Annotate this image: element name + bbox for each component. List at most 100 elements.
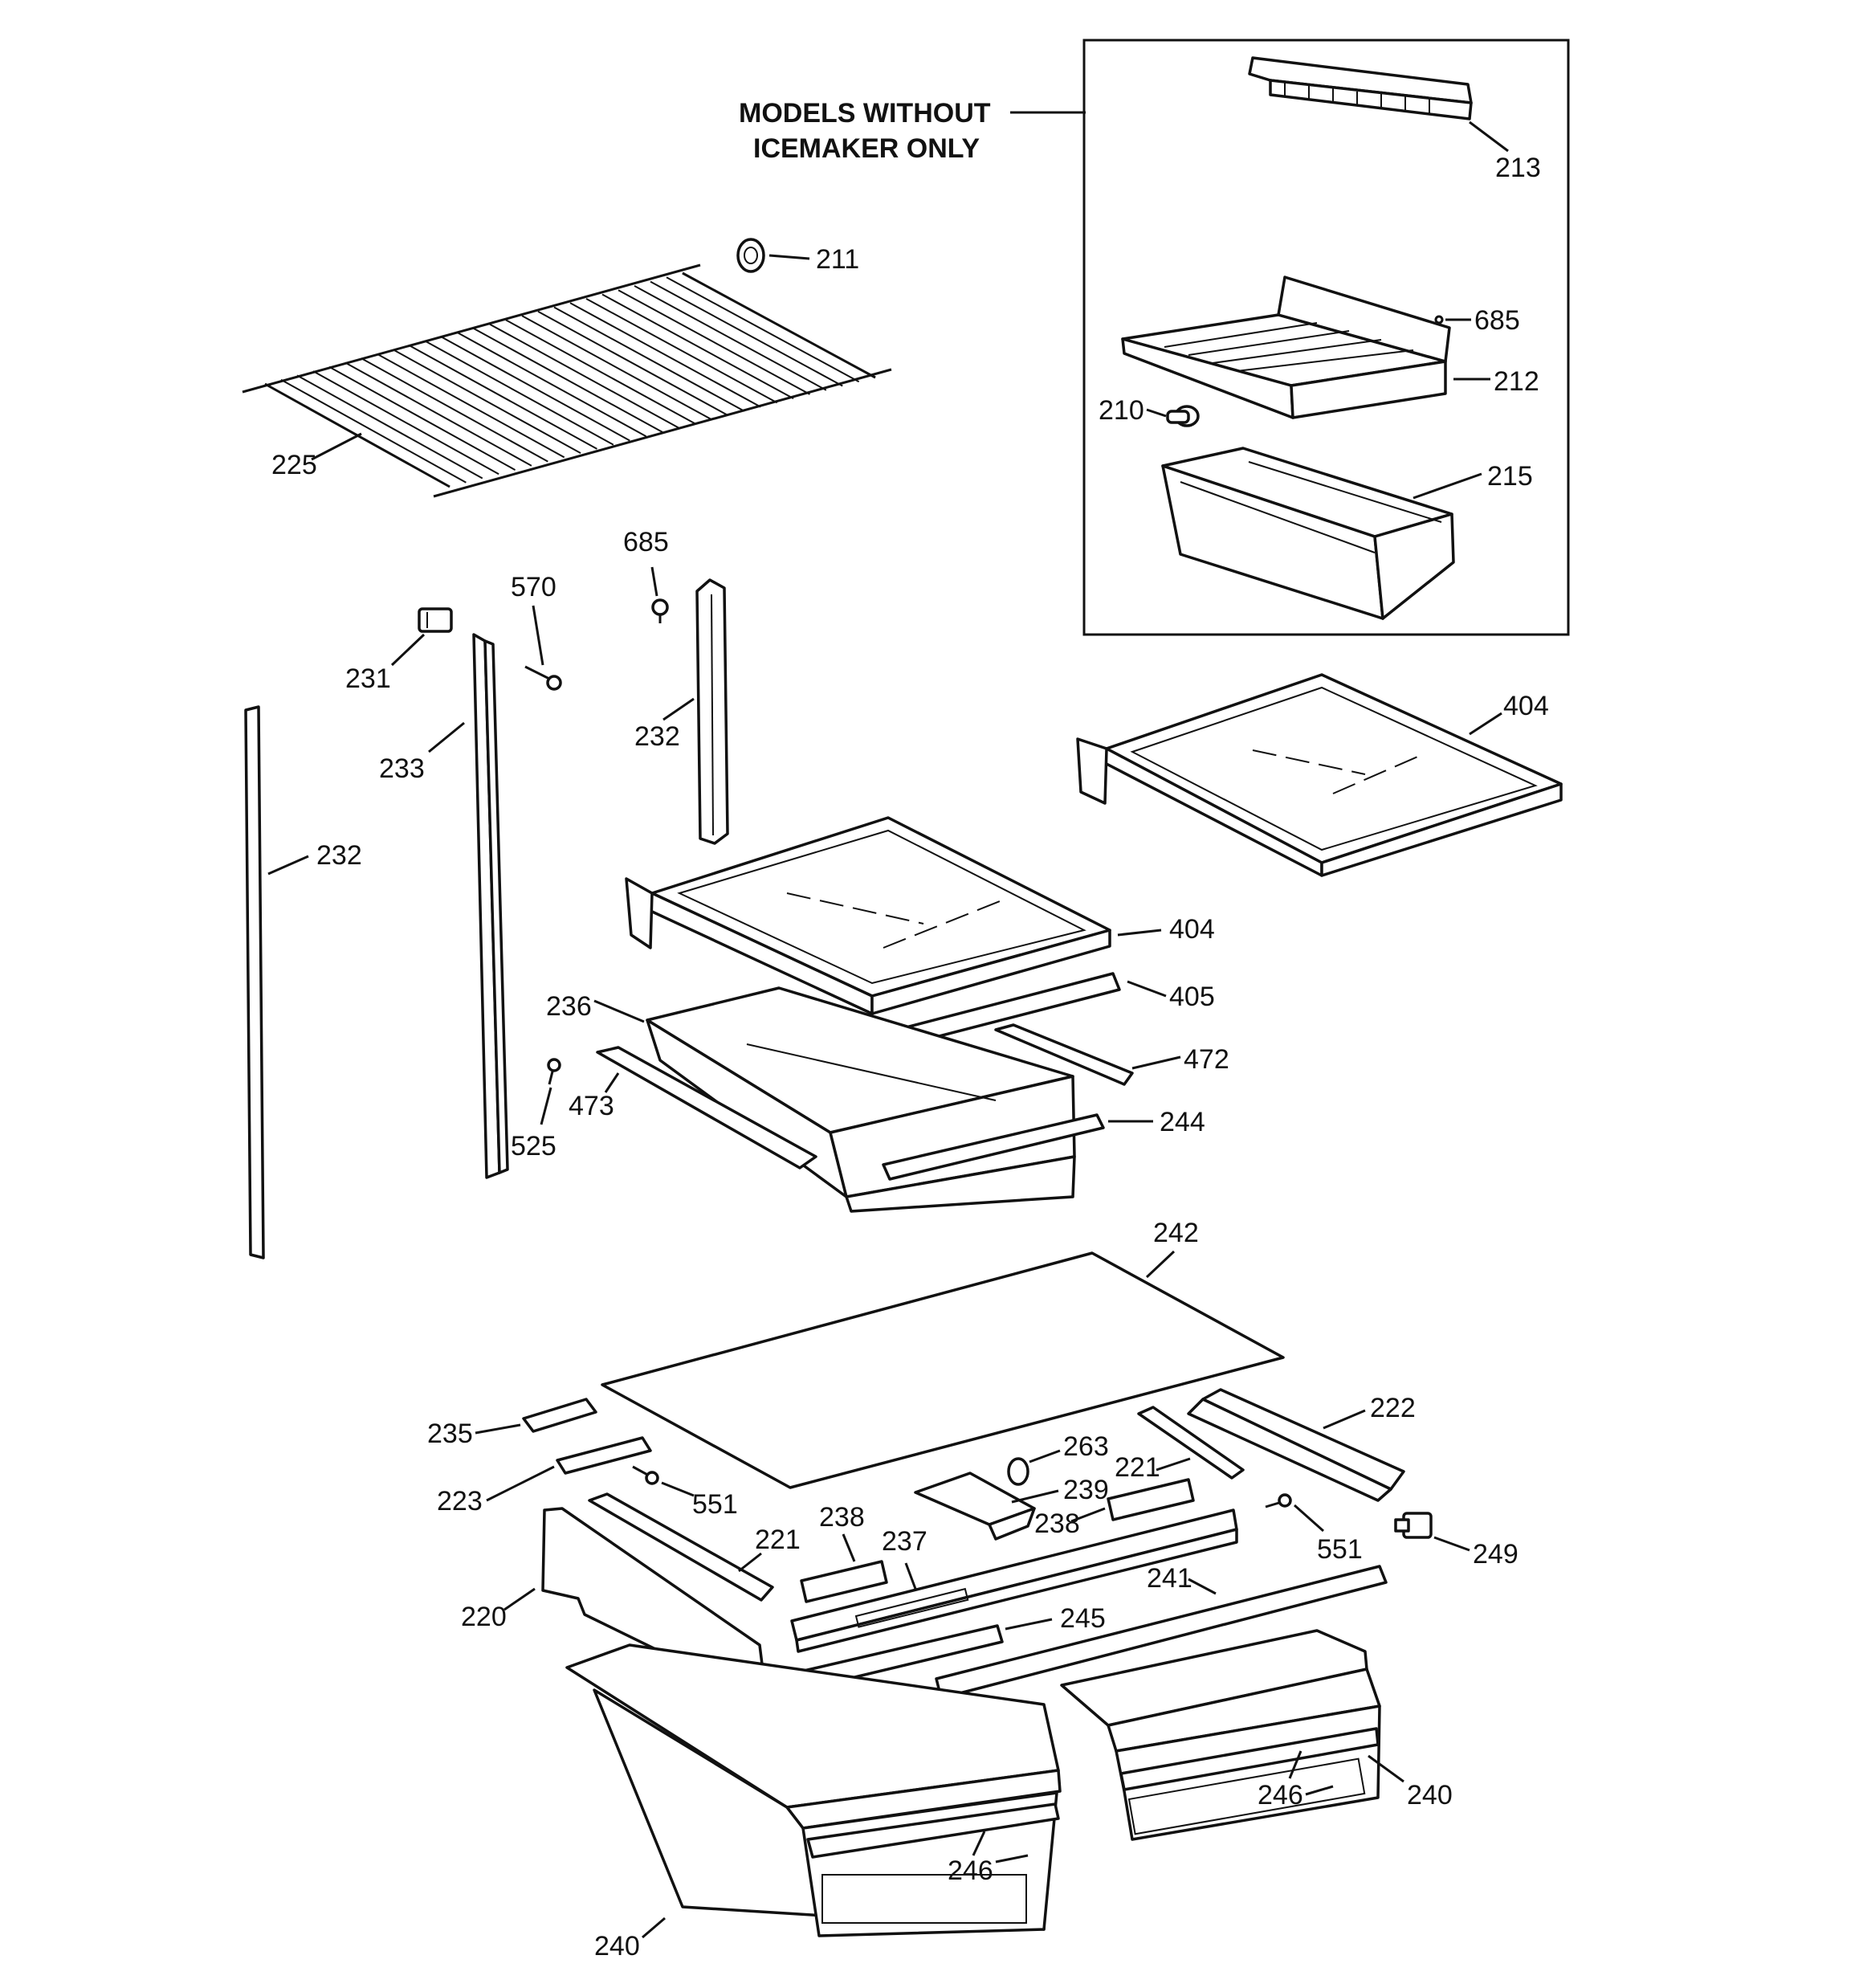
part-bracket-239 [914, 1472, 1036, 1541]
wire-rod [280, 378, 467, 484]
part-glass-shelf-404-center [625, 816, 1111, 1015]
label-405: 405 [1169, 982, 1215, 1012]
wire-rod [473, 328, 663, 433]
wire-rod [328, 365, 516, 471]
label-212: 212 [1494, 366, 1539, 397]
part-screw-551-right [1265, 1493, 1292, 1508]
label-472: 472 [1184, 1044, 1229, 1075]
label-473: 473 [569, 1091, 614, 1121]
part-divider-237 [790, 1508, 1238, 1653]
part-bracket-235 [522, 1398, 597, 1433]
wire-rod [505, 319, 696, 425]
part-bracket-263 [556, 1436, 652, 1475]
wire-rod [537, 310, 729, 416]
wire-rod [312, 370, 499, 476]
label-215: 215 [1487, 461, 1533, 492]
part-knob-210 [1166, 405, 1200, 427]
label-525: 525 [511, 1131, 556, 1161]
wire-rod [457, 332, 647, 438]
part-ice-tray [1248, 56, 1473, 120]
label-238-left: 238 [819, 1502, 865, 1533]
label-225: 225 [271, 450, 317, 480]
part-rail-473 [596, 1046, 817, 1170]
part-rail-221-right [1137, 1406, 1245, 1480]
part-crisper-drawer-right [1060, 1629, 1381, 1841]
label-232-upper: 232 [634, 721, 680, 752]
wire-rod [409, 345, 597, 450]
label-211: 211 [816, 244, 859, 275]
wire-rod [441, 336, 630, 442]
part-screw-525 [547, 1058, 561, 1085]
wire-rod [618, 289, 810, 395]
label-685: 685 [623, 527, 669, 557]
label-233: 233 [379, 753, 425, 784]
label-685-inset: 685 [1474, 305, 1520, 336]
wire-rod [377, 353, 565, 459]
part-slide-238-right [1107, 1478, 1195, 1521]
wire-rod [521, 315, 712, 421]
wire-rod [393, 349, 581, 455]
wire-rod [666, 276, 860, 383]
part-rail-233 [472, 633, 509, 1179]
part-screw-685 [651, 598, 669, 623]
label-263: 223 [437, 1486, 483, 1517]
wire-rod [650, 280, 843, 387]
label-239: 239 [1063, 1475, 1109, 1505]
label-246-right: 246 [1258, 1780, 1303, 1810]
label-213: 213 [1495, 153, 1541, 183]
label-241: 241 [1147, 1563, 1192, 1594]
part-roller-222 [1007, 1457, 1029, 1486]
part-crisper-drawer-left [565, 1643, 1062, 1937]
part-screw-551-left [632, 1465, 659, 1485]
label-404-right: 404 [1503, 691, 1549, 721]
label-220: 220 [461, 1602, 507, 1632]
part-wire-shelf [242, 263, 892, 498]
part-trim-244 [882, 1113, 1105, 1181]
wire-rod [361, 357, 548, 463]
label-223: 222 [1370, 1393, 1416, 1423]
part-rail-472 [994, 1023, 1134, 1086]
wire-rod [489, 323, 679, 429]
part-glass-shelf-404-right [1076, 673, 1563, 877]
label-551-left: 551 [692, 1489, 738, 1520]
wire-rod [553, 306, 745, 412]
label-238-right: 238 [1034, 1508, 1080, 1539]
wire-rod [569, 302, 761, 408]
label-242: 242 [1153, 1218, 1199, 1248]
part-ice-rack [1121, 276, 1451, 419]
part-slide-238-left [800, 1560, 888, 1603]
label-240-right: 240 [1407, 1780, 1453, 1810]
label-245: 245 [1060, 1603, 1106, 1634]
label-404-center: 404 [1169, 914, 1215, 945]
label-231: 231 [345, 663, 391, 694]
label-210: 210 [1099, 395, 1144, 426]
part-screw-570 [524, 665, 562, 691]
label-236: 236 [546, 991, 592, 1022]
wire-rod [296, 374, 483, 480]
part-clip-231 [418, 607, 453, 633]
label-222: 263 [1063, 1431, 1109, 1462]
part-standard-232-left [244, 705, 265, 1259]
wire-rod [682, 272, 876, 378]
label-570: 570 [511, 572, 556, 602]
wire-rod [344, 361, 532, 467]
wire-rod [634, 285, 827, 391]
label-551-right: 551 [1317, 1534, 1363, 1565]
label-240-left: 240 [594, 1931, 640, 1961]
inset-box [1082, 39, 1570, 636]
label-221-right: 221 [1115, 1452, 1160, 1483]
label-244: 244 [1160, 1107, 1205, 1137]
wire-rod [425, 341, 614, 446]
part-screw-685-inset [1434, 315, 1444, 325]
part-shelf-cap [736, 238, 765, 273]
part-rail-223 [1187, 1388, 1405, 1502]
label-232-left: 232 [316, 840, 362, 871]
part-standard-232-upper [695, 578, 729, 845]
part-rail-221-left [588, 1492, 774, 1602]
label-221-left: 221 [755, 1525, 801, 1555]
label-237: 237 [882, 1526, 927, 1557]
part-clip-249 [1394, 1512, 1433, 1539]
label-235: 235 [427, 1419, 473, 1449]
inset-caption-line1: MODELS WITHOUT [739, 98, 991, 129]
